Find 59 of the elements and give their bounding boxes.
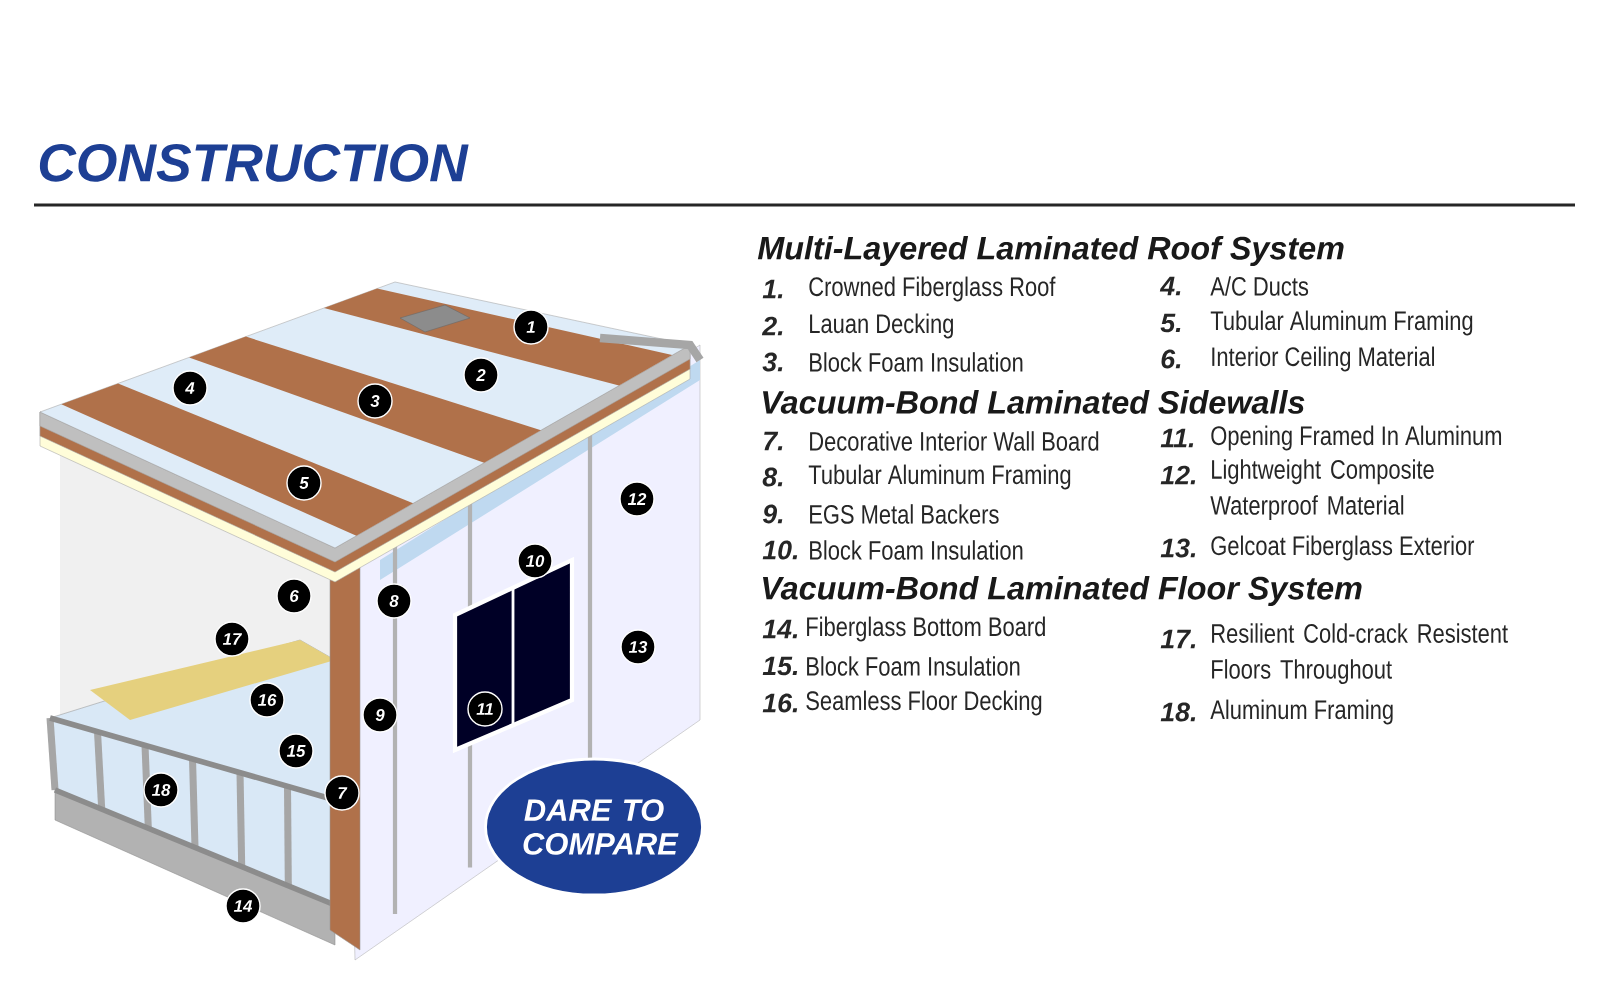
item-text: Resilient Cold-crack Resistent Floors Throughout <box>1212 623 1508 685</box>
item-number: 7. <box>764 431 783 451</box>
callout-number: 9 <box>362 697 398 733</box>
callout-number: 16 <box>249 682 285 718</box>
item-number: 3. <box>762 352 783 372</box>
callout-number: 18 <box>143 772 179 808</box>
item-text: Block Foam Insulation <box>810 352 1023 372</box>
section-heading: Vacuum-Bond Laminated Sidewalls <box>763 390 1305 414</box>
item-text: Tubular Aluminum Framing <box>808 464 1071 490</box>
item-text: EGS Metal Backers <box>810 504 999 524</box>
item-number: 6. <box>1161 349 1181 369</box>
item-text: Lightweight Composite Waterproof Material <box>1210 459 1434 521</box>
item-number: 5. <box>1160 313 1181 333</box>
callout-number: 3 <box>357 383 393 419</box>
badge: DARE TO COMPARE <box>484 757 704 897</box>
item-text: Lauan Decking <box>810 313 953 339</box>
item-text: Block Foam Insulation <box>810 540 1023 560</box>
item-text: Gelcoat Fiberglass Exterior <box>1211 535 1475 561</box>
callout-number: 6 <box>276 578 312 614</box>
callout-number: 12 <box>619 481 655 517</box>
item-text: Decorative Interior Wall Board <box>810 431 1099 451</box>
callout-number: 5 <box>286 465 322 501</box>
item-text: Tubular Aluminum Framing <box>1210 310 1473 336</box>
item-number: 14. <box>762 619 798 639</box>
title: CONSTRUCTION <box>39 143 469 182</box>
item-text: Crowned Fiberglass Roof <box>809 276 1056 302</box>
callout-number: 11 <box>467 691 503 727</box>
section-heading: Multi-Layered Laminated Roof System <box>757 235 1344 267</box>
callout-number: 8 <box>376 583 412 619</box>
item-text: Seamless Floor Decking <box>806 690 1042 716</box>
callout-number: 10 <box>517 543 553 579</box>
callout-number: 2 <box>463 357 499 393</box>
item-number: 11. <box>1160 428 1194 448</box>
item-number: 15. <box>762 656 798 676</box>
item-text: A/C Ducts <box>1210 276 1309 296</box>
item-text: Aluminum Framing <box>1210 699 1393 725</box>
item-number: 2. <box>761 316 783 336</box>
item-number: 18. <box>1160 702 1196 722</box>
item-text: Interior Ceiling Material <box>1212 346 1434 372</box>
section-heading: Vacuum-Bond Laminated Floor System <box>763 575 1362 607</box>
item-text: Fiberglass Bottom Board <box>807 616 1045 642</box>
callout-number: 4 <box>172 370 208 406</box>
callout-number: 15 <box>278 733 314 769</box>
item-number: 17. <box>1160 629 1196 649</box>
item-text: Block Foam Insulation <box>807 656 1020 676</box>
item-number: 10. <box>762 540 798 560</box>
item-number: 13. <box>1160 538 1196 558</box>
item-number: 1. <box>762 279 783 299</box>
item-number: 4. <box>1159 276 1181 296</box>
item-number: 12. <box>1160 465 1196 485</box>
item-number: 16. <box>762 693 798 713</box>
callout-number: 7 <box>324 775 360 811</box>
callout-number: 17 <box>214 621 250 657</box>
item-number: 8. <box>762 467 783 487</box>
callout-number: 14 <box>225 888 261 924</box>
callout-number: 1 <box>513 309 549 345</box>
callout-number: 13 <box>620 629 656 665</box>
item-text: Opening Framed In Aluminum <box>1211 425 1502 451</box>
item-number: 9. <box>762 504 783 524</box>
